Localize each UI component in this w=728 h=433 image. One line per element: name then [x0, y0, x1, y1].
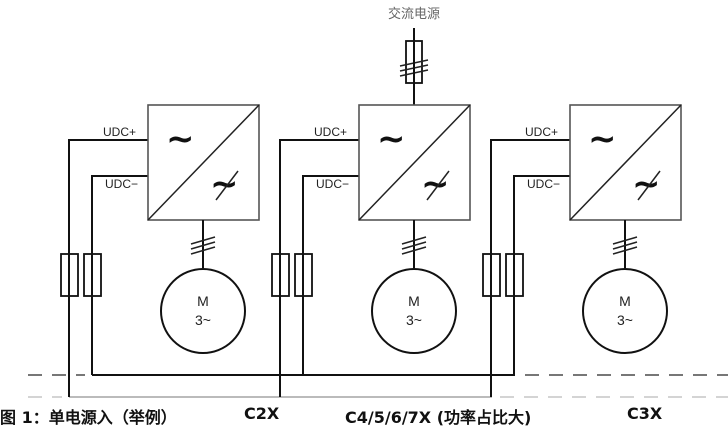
ac-input-symbol: ~ [166, 119, 195, 159]
drive-unit: ~ ~ UDC+ UDC− M 3~ [60, 104, 260, 397]
motor-label: M [619, 293, 631, 309]
ac-source-label: 交流电源 [388, 6, 440, 22]
motor-phase-label: 3~ [406, 312, 422, 328]
udc-plus-label: UDC+ [314, 125, 347, 139]
motor-icon [371, 268, 457, 354]
variable-ac-output-symbol: ~ [210, 164, 239, 204]
ac-source-fuse [399, 28, 429, 105]
udc-minus-label: UDC− [316, 177, 349, 191]
ac-input-symbol: ~ [377, 119, 406, 159]
udc-plus-wire [490, 139, 570, 397]
udc-plus-wire [279, 139, 359, 397]
motor-label: M [408, 293, 420, 309]
variable-ac-output-symbol: ~ [421, 164, 450, 204]
ac-input-symbol: ~ [588, 119, 617, 159]
udc-plus-label: UDC+ [103, 125, 136, 139]
udc-minus-label: UDC− [105, 177, 138, 191]
caption-c2x: C2X [244, 404, 280, 423]
udc-plus-wire [68, 139, 148, 397]
udc-minus-wire [91, 175, 148, 375]
drive-unit: ~ ~ UDC+ UDC− M 3~ [482, 104, 682, 397]
motor-icon [582, 268, 668, 354]
udc-minus-wire [513, 175, 570, 375]
motor-phase-label: 3~ [617, 312, 633, 328]
motor-icon [160, 268, 246, 354]
udc-minus-label: UDC− [527, 177, 560, 191]
drive-unit: ~ ~ UDC+ UDC− M 3~ [271, 104, 471, 397]
figure-caption-title: 图 1：单电源入（举例） [0, 408, 177, 427]
motor-label: M [197, 293, 209, 309]
motor-phase-label: 3~ [195, 312, 211, 328]
udc-plus-label: UDC+ [525, 125, 558, 139]
udc-minus-wire [302, 175, 359, 375]
caption-c3x: C3X [627, 404, 663, 423]
caption-c4567x: C4/5/6/7X (功率占比大) [345, 408, 532, 427]
variable-ac-output-symbol: ~ [632, 164, 661, 204]
